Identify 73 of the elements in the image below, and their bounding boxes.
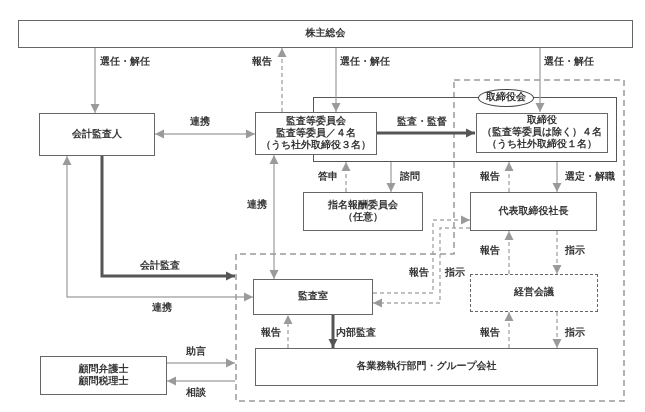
edge-label: 連携 bbox=[246, 200, 268, 210]
unit-name: 取締役 bbox=[527, 115, 557, 126]
org-box bbox=[476, 113, 608, 153]
edge-label: 報告 bbox=[479, 328, 501, 338]
arrow bbox=[167, 358, 235, 368]
arrow bbox=[373, 227, 470, 308]
arrow bbox=[100, 156, 235, 280]
edge-label: 助言 bbox=[185, 346, 207, 358]
org-box bbox=[253, 279, 373, 315]
unit-name: 顧問税理士 bbox=[78, 376, 128, 388]
unit-name: 会計監査人 bbox=[72, 128, 122, 140]
arrow bbox=[284, 315, 292, 348]
arrow bbox=[167, 376, 235, 386]
arrow bbox=[504, 312, 514, 348]
arrow bbox=[278, 48, 286, 112]
edge-label: 会計監査 bbox=[139, 260, 181, 272]
unit-name: 代表取締役社長 bbox=[498, 206, 568, 218]
edge-label: 報告 bbox=[479, 172, 501, 182]
edge-label: 答申 bbox=[317, 172, 339, 182]
edge-label: 選定・解職 bbox=[564, 172, 616, 182]
edge-label: 監査・監督 bbox=[396, 116, 448, 128]
unit-name: （任意） bbox=[343, 212, 383, 224]
unit-name: （監査等委員は除く）４名 bbox=[482, 127, 602, 138]
arrow bbox=[270, 155, 278, 279]
org-box bbox=[255, 112, 377, 155]
org-box bbox=[470, 274, 598, 312]
edge-label: 連携 bbox=[151, 302, 173, 314]
arrow bbox=[504, 231, 514, 274]
unit-name: 経営会議 bbox=[514, 287, 554, 299]
org-box bbox=[470, 192, 597, 231]
unit-name: 監査等委員／４名 bbox=[276, 128, 356, 138]
unit-name: 株主総会 bbox=[306, 28, 346, 40]
edge-label: 指示 bbox=[444, 268, 466, 278]
arrow bbox=[552, 231, 562, 274]
edge-label: 報告 bbox=[260, 328, 282, 338]
org-box bbox=[255, 348, 598, 386]
arrow bbox=[536, 48, 544, 112]
arrow bbox=[90, 48, 100, 113]
arrow bbox=[332, 48, 340, 112]
edge-label: 選任・解任 bbox=[99, 56, 151, 68]
org-box bbox=[39, 113, 155, 156]
org-box bbox=[303, 192, 423, 231]
arrow bbox=[552, 312, 562, 348]
edge-label: 報告 bbox=[251, 56, 273, 68]
unit-name: 監査室 bbox=[298, 291, 328, 303]
edge-label: 内部監査 bbox=[335, 328, 377, 338]
unit-name: 各業務執行部門・グループ会社 bbox=[356, 361, 496, 373]
arrow bbox=[342, 162, 350, 192]
arrow bbox=[552, 162, 562, 192]
edge-label: 指示 bbox=[564, 246, 586, 256]
arrow bbox=[504, 162, 514, 192]
arrow bbox=[328, 315, 338, 348]
arrow bbox=[155, 130, 255, 138]
arrow bbox=[62, 156, 253, 302]
unit-name: （うち社外取締役１名） bbox=[487, 139, 597, 151]
edge-label: 選任・解任 bbox=[543, 56, 595, 68]
edge-label: 報告 bbox=[479, 246, 501, 256]
arrow bbox=[373, 216, 470, 294]
unit-name: 監査等委員会 bbox=[286, 116, 346, 127]
edge-label: 連携 bbox=[189, 116, 211, 128]
edge-label: 報告 bbox=[408, 268, 430, 278]
unit-name: （うち社外取締役３名） bbox=[261, 140, 371, 152]
edge-label: 選任・解任 bbox=[339, 56, 391, 68]
board-label: 取締役会 bbox=[478, 89, 534, 107]
org-box bbox=[18, 20, 633, 48]
edge-label: 指示 bbox=[564, 328, 586, 338]
unit-name: 指名報酬委員会 bbox=[328, 200, 398, 210]
unit-name: 顧問弁護士 bbox=[78, 364, 128, 374]
arrow bbox=[377, 128, 475, 138]
org-box bbox=[40, 356, 167, 395]
edge-label: 相談 bbox=[185, 388, 207, 398]
arrow bbox=[386, 162, 396, 192]
edge-label: 諮問 bbox=[399, 172, 421, 182]
